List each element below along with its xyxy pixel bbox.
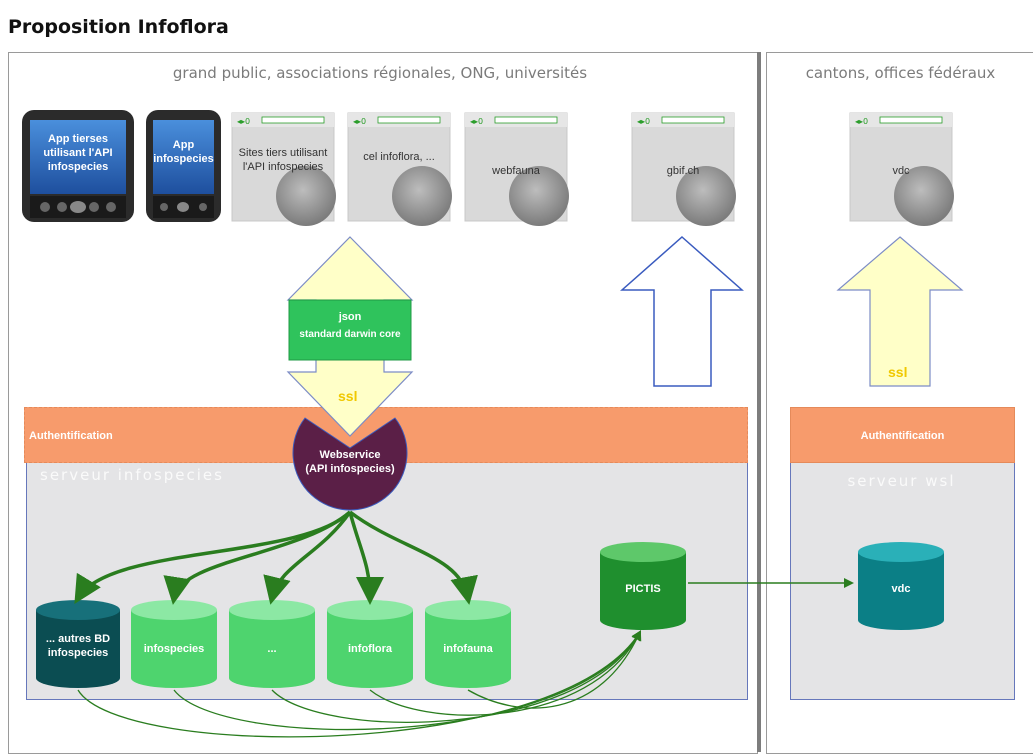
phone-app-infospecies (146, 110, 221, 222)
arrow-gbif (620, 235, 744, 387)
auth-right-label: Authentification (860, 430, 945, 442)
browser-webfauna: ◂▸0 (464, 112, 569, 226)
db-autres (36, 600, 120, 688)
svg-text:◂▸0: ◂▸0 (637, 117, 650, 126)
webservice-db-links (74, 510, 478, 605)
browser-sites-tiers: ◂▸0 (231, 112, 336, 226)
browser-vdc: ◂▸0 (849, 112, 954, 226)
browser-gbif: ◂▸0 (631, 112, 736, 226)
arrow-vdc (836, 236, 964, 387)
db-infospecies (131, 600, 217, 688)
ssl-label-right: ssl (888, 364, 908, 380)
ssl-label-left: ssl (338, 388, 358, 404)
server-infospecies-label: serveur infospecies (40, 466, 224, 484)
db-pictis (600, 542, 686, 630)
svg-text:◂▸0: ◂▸0 (855, 117, 868, 126)
auth-bar-right: Authentification (790, 407, 1015, 463)
phone-app-tierses (22, 110, 134, 222)
svg-text:◂▸0: ◂▸0 (237, 117, 250, 126)
json-box (288, 299, 412, 361)
browser-cel-infoflora: ◂▸0 (347, 112, 452, 226)
panel-divider (757, 52, 761, 752)
db-infoflora (327, 600, 413, 688)
page-title: Proposition Infoflora (8, 16, 229, 38)
left-panel-title: grand public, associations régionales, O… (172, 64, 588, 82)
db-vdc (858, 542, 944, 630)
webservice-node (292, 417, 408, 511)
auth-left-label: Authentification (29, 430, 113, 442)
svg-text:◂▸0: ◂▸0 (470, 117, 483, 126)
svg-text:◂▸0: ◂▸0 (353, 117, 366, 126)
db-ellipsis (229, 600, 315, 688)
db-infofauna (425, 600, 511, 688)
db-pictis-links (77, 630, 642, 738)
right-panel-title: cantons, offices fédéraux (805, 64, 996, 82)
server-wsl-label: serveur wsl (847, 472, 956, 490)
